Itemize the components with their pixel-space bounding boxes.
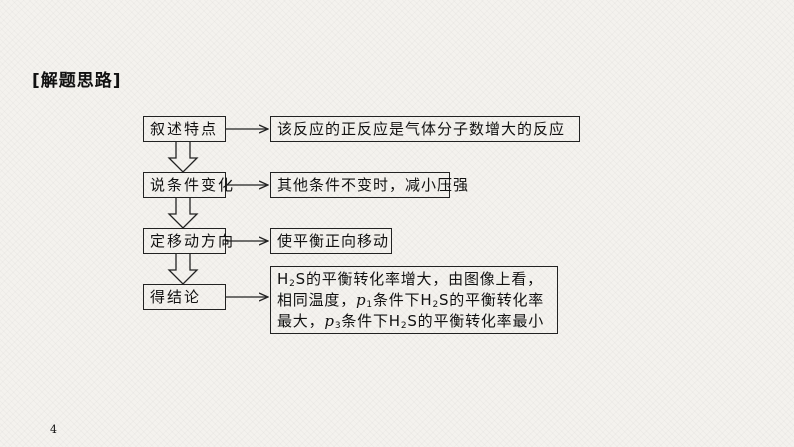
step-box-direction: 定移动方向: [143, 228, 233, 254]
arrow-down-3: [167, 254, 199, 285]
conclusion-line-2: 相同温度，p1条件下H2S的平衡转化率: [277, 291, 545, 310]
arrow-down-2: [167, 198, 199, 229]
page-number: 4: [50, 423, 57, 436]
step-box-condition: 说条件变化: [143, 172, 233, 198]
step-box-conclude: 得结论: [143, 284, 226, 310]
conclusion-line-1: H2S的平衡转化率增大，由图像上看，: [277, 270, 543, 289]
conclusion-line-3: 最大，p3条件下H2S的平衡转化率最小: [277, 312, 545, 331]
result-box-direction: 使平衡正向移动: [270, 228, 392, 254]
result-box-condition: 其他条件不变时，减小压强: [270, 172, 468, 198]
section-heading: [解题思路]: [32, 71, 122, 91]
step-box-describe: 叙述特点: [143, 116, 226, 142]
result-box-conclusion: H2S的平衡转化率增大，由图像上看， 相同温度，p1条件下H2S的平衡转化率 最…: [270, 266, 558, 334]
arrow-down-1: [167, 142, 199, 173]
result-box-describe: 该反应的正反应是气体分子数增大的反应: [270, 116, 580, 142]
